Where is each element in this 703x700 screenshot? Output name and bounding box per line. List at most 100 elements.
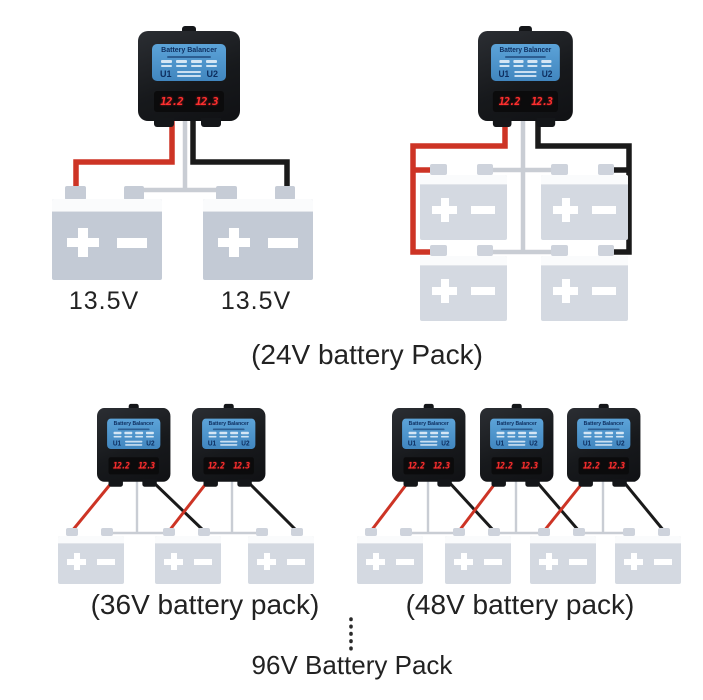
device-spec-row-1 bbox=[202, 431, 255, 434]
voltage-display-u2: 12.3 bbox=[138, 460, 155, 472]
battery-top-strip bbox=[530, 535, 596, 544]
minus-symbol-icon bbox=[592, 205, 616, 214]
device-spec-row-1 bbox=[490, 431, 543, 434]
battery-top-strip bbox=[58, 535, 124, 544]
battery-body bbox=[420, 255, 507, 321]
caption-96v-pack: 96V Battery Pack bbox=[251, 650, 453, 680]
device-label-plate: Battery Balancer U1 U2 bbox=[402, 418, 456, 449]
minus-symbol-icon bbox=[96, 558, 115, 565]
battery-positive-terminal bbox=[255, 528, 269, 537]
device-label-plate: Battery Balancer U1 U2 bbox=[202, 418, 256, 449]
battery2-voltage-label: 13.5V bbox=[220, 287, 292, 315]
device-foot-left bbox=[108, 479, 123, 487]
channel-u2-label: U2 bbox=[206, 69, 218, 79]
minus-symbol-icon bbox=[471, 205, 495, 214]
battery-balancer-device: Battery Balancer U1 U2 12.2 12.3 bbox=[97, 403, 171, 487]
battery-negative-terminal bbox=[123, 186, 145, 201]
wire-black-48v-b1 bbox=[446, 479, 496, 533]
mounting-tab bbox=[423, 403, 434, 411]
minus-symbol-icon bbox=[395, 558, 414, 565]
wire-black-36v-b2 bbox=[245, 479, 299, 533]
battery-body bbox=[420, 174, 507, 240]
device-spec-row-2 bbox=[402, 435, 455, 438]
battery-body bbox=[530, 535, 596, 584]
plus-symbol-icon bbox=[366, 553, 386, 571]
battery bbox=[445, 528, 511, 584]
mounting-tab bbox=[518, 26, 532, 34]
caption-24v-pack: (24V battery Pack) bbox=[251, 339, 483, 370]
channel-mid-text bbox=[125, 440, 143, 447]
battery bbox=[615, 528, 681, 584]
battery-top-strip bbox=[248, 535, 314, 544]
battery bbox=[541, 164, 628, 240]
device-title: Battery Balancer bbox=[113, 421, 154, 427]
minus-symbol-icon bbox=[267, 237, 298, 248]
device-foot-right bbox=[612, 479, 627, 487]
battery-negative-terminal bbox=[487, 528, 501, 537]
voltage-display-u1: 12.2 bbox=[208, 460, 225, 472]
device-subtitle-line bbox=[504, 56, 546, 58]
device-spec-row-1 bbox=[152, 60, 226, 63]
battery-positive-terminal bbox=[65, 186, 87, 201]
battery bbox=[203, 186, 313, 280]
battery-negative-terminal bbox=[597, 245, 615, 257]
battery-top-strip bbox=[541, 174, 628, 186]
channel-u1-label: U1 bbox=[407, 439, 417, 448]
battery-negative-terminal bbox=[197, 528, 211, 537]
battery-positive-terminal bbox=[452, 528, 466, 537]
battery-body bbox=[52, 199, 162, 280]
minus-symbol-icon bbox=[653, 558, 672, 565]
wire-black-48v-b2 bbox=[534, 480, 581, 532]
wire-red-48v-b2 bbox=[457, 480, 499, 532]
battery-positive-terminal bbox=[430, 164, 447, 176]
caption-36v-pack: (36V battery pack) bbox=[90, 589, 320, 620]
battery bbox=[52, 186, 162, 280]
plus-symbol-icon bbox=[164, 553, 184, 571]
wire-red-24v-2bat bbox=[73, 120, 175, 192]
voltage-display-u2: 12.3 bbox=[521, 460, 538, 472]
battery bbox=[357, 528, 423, 584]
device-title: Battery Balancer bbox=[408, 421, 449, 427]
wire-gray-48v-b3 bbox=[579, 481, 629, 535]
battery-body bbox=[541, 255, 628, 321]
voltage-display-u2: 12.3 bbox=[233, 460, 250, 472]
device-foot-right bbox=[437, 479, 452, 487]
minus-symbol-icon bbox=[568, 558, 587, 565]
channel-mid-text bbox=[220, 440, 238, 447]
wire-black-36v-b1 bbox=[150, 479, 206, 533]
channel-u1-label: U1 bbox=[160, 69, 172, 79]
battery-top-strip bbox=[420, 174, 507, 186]
device-subtitle-line bbox=[117, 428, 150, 431]
battery-positive-terminal bbox=[551, 164, 568, 176]
device-label-plate: Battery Balancer U1 U2 bbox=[577, 418, 631, 449]
battery1-voltage-label: 13.5V bbox=[68, 287, 140, 315]
wire-red-36v-b1 bbox=[70, 480, 115, 532]
minus-symbol-icon bbox=[592, 286, 616, 295]
voltage-display-panel: 12.2 12.3 bbox=[403, 457, 454, 475]
device-title: Battery Balancer bbox=[496, 421, 537, 427]
device-subtitle-line bbox=[587, 428, 620, 431]
voltage-display-panel: 12.2 12.3 bbox=[491, 457, 542, 475]
channel-u1-label: U1 bbox=[112, 439, 122, 448]
voltage-display-u1: 12.2 bbox=[160, 95, 183, 108]
battery-top-strip bbox=[420, 255, 507, 267]
battery-positive-terminal bbox=[216, 186, 238, 201]
battery-balancer-device: Battery Balancer U1 U2 12.2 12.3 bbox=[478, 26, 573, 127]
device-spec-row-1 bbox=[577, 431, 630, 434]
channel-mid-text bbox=[508, 440, 526, 447]
device-foot-right bbox=[525, 479, 540, 487]
channel-mid-text bbox=[420, 440, 438, 447]
channel-mid-text bbox=[595, 440, 613, 447]
device-spec-row-1 bbox=[402, 431, 455, 434]
device-foot-right bbox=[237, 479, 252, 487]
plus-symbol-icon bbox=[553, 279, 579, 303]
battery-positive-terminal bbox=[551, 245, 568, 257]
plus-symbol-icon bbox=[67, 553, 87, 571]
wire-gray-24v-2bat bbox=[136, 120, 227, 193]
wire-red-48v-b1 bbox=[369, 480, 411, 532]
battery-positive-terminal bbox=[430, 245, 447, 257]
wire-gray-48v-b2 bbox=[494, 481, 544, 535]
battery-negative-terminal bbox=[572, 528, 586, 537]
